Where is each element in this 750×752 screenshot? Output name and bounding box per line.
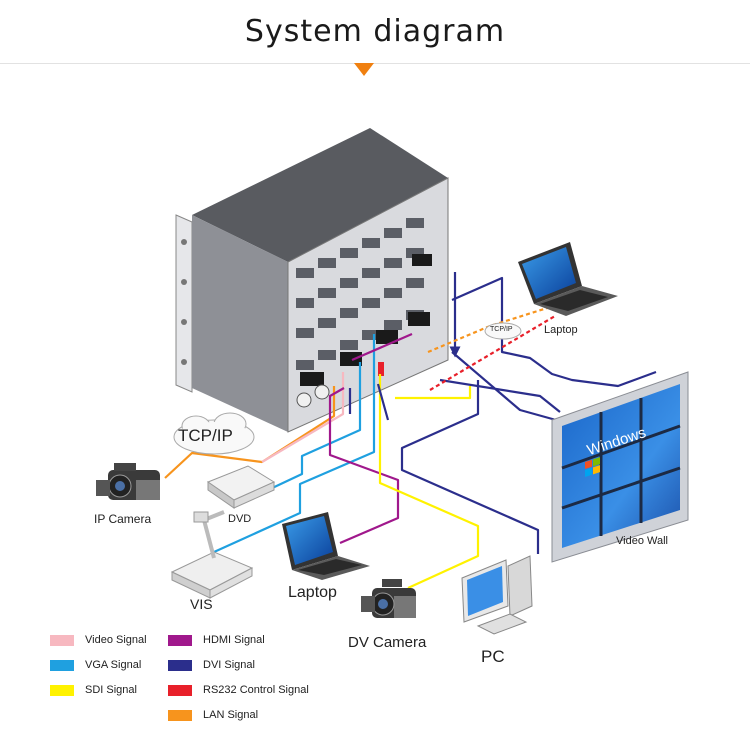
vga-cable-dvd (267, 362, 362, 491)
vis-label: VIS (190, 596, 213, 612)
rs232-cable (429, 315, 556, 391)
hdmi-cable-matrix (351, 332, 413, 362)
legend-label: RS232 Control Signal (203, 684, 309, 696)
legend-swatch (50, 660, 74, 671)
laptop-top-icon (518, 242, 618, 316)
signal-cables (164, 272, 657, 590)
ip-camera-icon (96, 463, 160, 500)
legend-swatch (50, 685, 74, 696)
video-wall-icon (551, 371, 689, 563)
legend-swatch (168, 660, 192, 671)
dvd-label: DVD (228, 513, 252, 525)
tcpip-small-label: TCP/IP (490, 326, 513, 333)
dv-camera-label: DV Camera (348, 634, 427, 651)
matrix-chassis (175, 128, 449, 433)
laptop-top-label: Laptop (544, 324, 578, 336)
vis-document-camera-icon (170, 510, 254, 599)
legend-label: VGA Signal (85, 659, 142, 671)
vga-cable-vis (213, 334, 376, 554)
video-cable-ip-camera (261, 372, 345, 463)
tcpip-cloud-label: TCP/IP (178, 426, 233, 445)
dv-camera-icon (361, 579, 416, 618)
legend-label: HDMI Signal (203, 634, 265, 646)
sdi-cable-dv-camera (378, 374, 480, 590)
legend-swatch (168, 685, 192, 696)
legend-swatch (168, 710, 192, 721)
pc-icon (461, 555, 533, 635)
tcpip-cloud-icon (173, 412, 255, 455)
dvi-cable-out (348, 272, 455, 421)
title-arrow-icon (354, 63, 374, 76)
legend-label: LAN Signal (203, 709, 259, 721)
ip-camera-label: IP Camera (94, 512, 152, 526)
dvi-cable-video-wall (451, 276, 657, 388)
legend-swatch (168, 635, 192, 646)
dvi-cable-video-wall-2 (439, 351, 561, 422)
hdmi-cable-laptop (328, 387, 400, 545)
lan-cable-laptop-top (427, 302, 561, 354)
dvd-player-icon (206, 465, 276, 509)
legend-label: Video Signal (85, 634, 147, 646)
title-divider (0, 63, 750, 64)
tcpip-small-cloud-icon (484, 322, 522, 340)
legend-label: DVI Signal (203, 659, 255, 671)
video-wall-label: Video Wall (616, 535, 668, 547)
legend-swatch (50, 635, 74, 646)
laptop-bottom-icon (282, 512, 370, 580)
sdi-cable-return (395, 386, 472, 400)
pc-label: PC (481, 647, 505, 666)
laptop-bottom-label: Laptop (288, 584, 337, 601)
legend-label: SDI Signal (85, 684, 137, 696)
page-title: System diagram (244, 14, 506, 49)
dvi-cable-pc (400, 380, 540, 554)
